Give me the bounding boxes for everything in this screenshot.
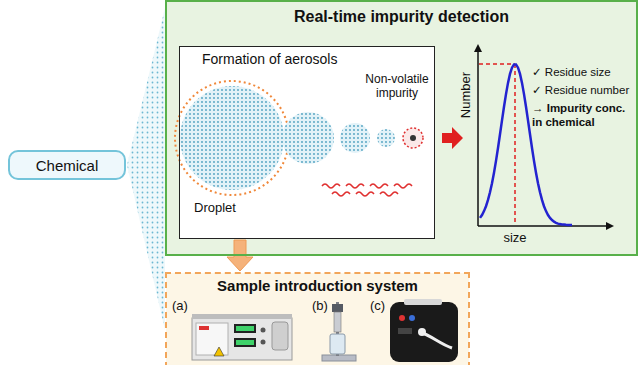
panel-letter: (c) xyxy=(370,298,385,314)
droplet xyxy=(282,112,334,164)
sample-system-box: Sample introduction system xyxy=(165,272,470,365)
check-item: ✓ Residue size xyxy=(532,66,611,80)
nozzle xyxy=(334,312,341,332)
glass-vial xyxy=(330,334,345,354)
peak-guide xyxy=(514,64,516,225)
droplet-label: Droplet xyxy=(194,200,254,216)
peak-guide xyxy=(479,63,515,65)
warning-sign xyxy=(214,347,224,356)
box-fill xyxy=(9,151,125,179)
x-axis xyxy=(478,225,608,227)
digital-display xyxy=(236,326,254,331)
instrument-panel xyxy=(196,323,228,355)
digital-display xyxy=(234,324,256,333)
impurity-residue xyxy=(403,128,423,148)
node-text: Real-time impurity detection xyxy=(167,2,636,26)
detection-panel: Real-time impurity detectionFormation of… xyxy=(165,0,638,256)
axis-head xyxy=(474,44,482,52)
device-knob xyxy=(399,315,405,321)
device-port xyxy=(418,328,426,336)
impurity-label: Non-volatile impurity xyxy=(362,72,432,101)
knob xyxy=(261,328,266,333)
panel-fill xyxy=(166,1,637,255)
axis-label: size xyxy=(495,230,535,246)
vapor-wave xyxy=(332,192,398,196)
instrument-logo xyxy=(199,326,209,330)
node-text: Sample introduction system xyxy=(167,274,468,294)
knob xyxy=(261,340,266,345)
node-text: Chemical xyxy=(30,157,105,174)
droplet xyxy=(340,123,370,153)
instrument-lid xyxy=(192,314,292,319)
box-fill xyxy=(180,47,434,238)
panel-letter: (b) xyxy=(312,298,328,314)
chemical-box: Chemical xyxy=(8,150,126,180)
impurity-dot xyxy=(410,135,416,141)
axis-head xyxy=(606,222,614,230)
clamp xyxy=(332,304,343,312)
device-knob xyxy=(409,315,415,321)
axis-label: Number xyxy=(458,65,474,125)
instrument-a xyxy=(192,314,292,360)
check-item: ✓ Residue number xyxy=(532,84,629,98)
device-body xyxy=(390,302,458,362)
node-text: Formation of aerosols xyxy=(180,47,434,67)
panel-letter: (a) xyxy=(172,298,188,314)
cylinder xyxy=(272,322,288,350)
digital-display xyxy=(236,340,254,345)
device-c xyxy=(390,299,458,362)
digital-display xyxy=(234,338,256,347)
droplet-outline xyxy=(175,81,289,195)
box-fill xyxy=(166,273,469,365)
red-arrow xyxy=(442,127,463,149)
instrument-body xyxy=(192,318,292,360)
device-cap xyxy=(404,299,442,305)
droplet xyxy=(180,86,284,190)
spray-cone xyxy=(127,8,165,330)
y-axis xyxy=(477,50,479,226)
droplet xyxy=(377,129,395,147)
result-item: → Impurity conc. in chemical xyxy=(532,102,632,130)
vapor-wave xyxy=(322,184,412,188)
device-display xyxy=(398,328,412,334)
